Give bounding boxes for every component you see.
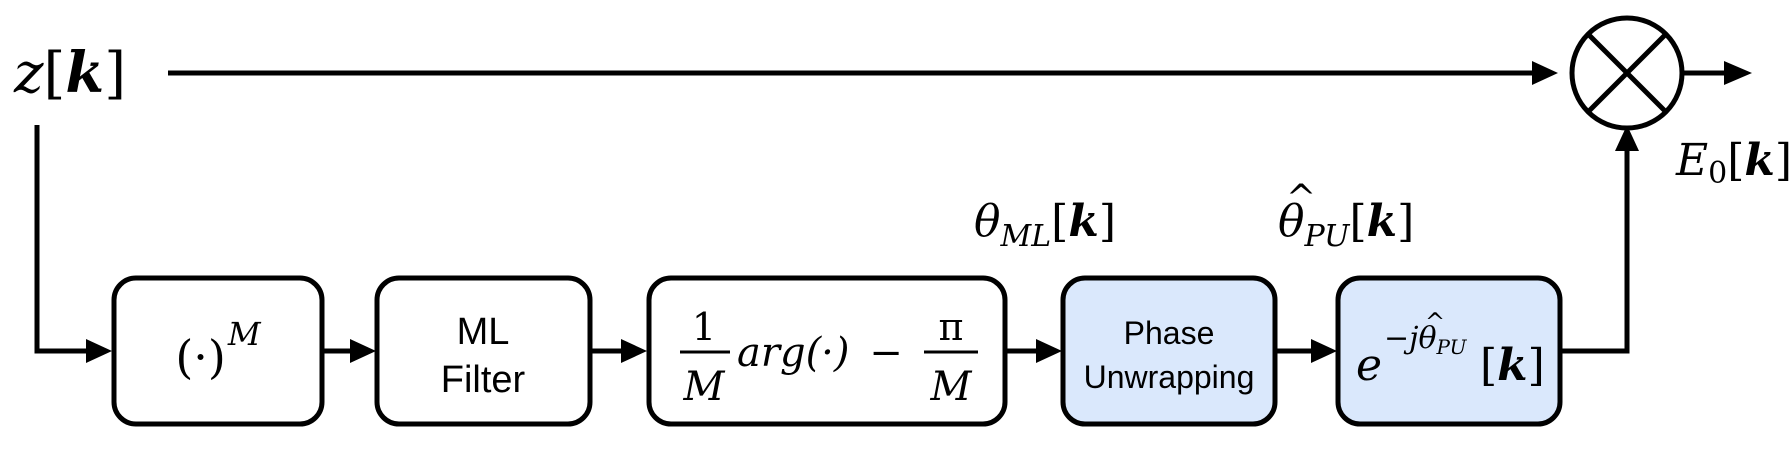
theta-pu-hat: ^ — [1286, 178, 1316, 219]
theta-ml-label: θML[k] — [974, 196, 1116, 254]
block-arg: 1 M arg(·) − π M — [646, 275, 1008, 427]
arg-fraction-numerator: 1 — [692, 305, 716, 349]
theta-pu-label: θPU[k] — [1278, 196, 1414, 254]
arg-pi-denominator: M — [930, 364, 973, 410]
output-signal-label: E0[k] — [1675, 135, 1791, 191]
exp-theta-hat: ^ — [1425, 308, 1445, 336]
input-signal-label: z[k] — [13, 40, 126, 106]
exp-index: [k] — [1480, 340, 1545, 391]
arrowhead-arg — [621, 339, 647, 363]
arg-minus: − — [869, 330, 903, 376]
block-exponential: e −jθPU ^ [k] — [1335, 275, 1563, 427]
exp-exponent: −jθPU — [1384, 321, 1468, 359]
arg-function: arg(·) — [737, 330, 850, 376]
power-label: (·)M — [175, 315, 262, 384]
arrowhead-power-block — [86, 339, 112, 363]
arg-pi-numerator: π — [939, 305, 964, 349]
unwrap-line2: Unwrapping — [1084, 359, 1255, 395]
exp-base: e — [1356, 340, 1382, 391]
block-phase-unwrapping-rect — [1060, 275, 1278, 427]
block-arg-rect — [646, 275, 1008, 427]
block-phase-unwrapping: Phase Unwrapping — [1060, 275, 1278, 427]
ml-filter-line1: ML — [457, 311, 510, 353]
arg-fraction-denominator: M — [683, 364, 726, 410]
arrowhead-exp — [1311, 339, 1337, 363]
block-ml-filter-rect — [374, 275, 593, 427]
multiply-circle-icon — [1569, 15, 1685, 131]
wire-exp-to-multiplier — [1561, 151, 1630, 354]
ml-filter-line2: Filter — [441, 359, 526, 401]
arrowhead-unwrap — [1036, 339, 1062, 363]
wire-input-to-power-block — [34, 125, 86, 354]
arrowhead-multiplier-left — [1532, 61, 1558, 85]
arrowhead-filter — [350, 339, 376, 363]
block-ml-filter: ML Filter — [374, 275, 593, 427]
block-exponential-rect — [1335, 275, 1563, 427]
arrowhead-output — [1724, 61, 1752, 85]
block-power: (·)M — [111, 275, 325, 427]
arrowhead-multiplier-bottom — [1615, 125, 1639, 151]
unwrap-line1: Phase — [1124, 315, 1215, 351]
wires — [34, 61, 1752, 363]
block-power-rect — [111, 275, 325, 427]
